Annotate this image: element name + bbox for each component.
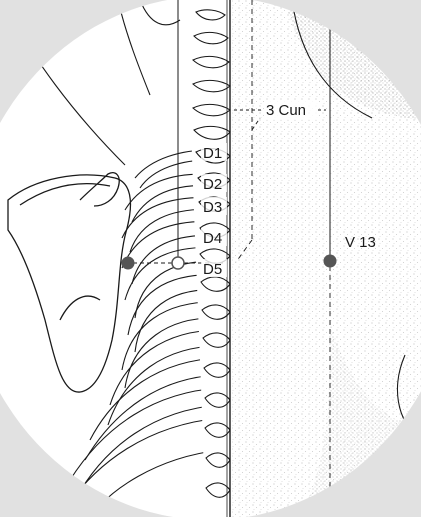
vertebra-label-d1: D1	[203, 145, 222, 162]
scapula-point-marker	[122, 257, 135, 270]
measure-label: 3 Cun	[266, 102, 306, 119]
vertebra-label-d3: D3	[203, 199, 222, 216]
spine-point-marker	[172, 257, 184, 269]
point-label-v13: V 13	[345, 234, 376, 251]
vertebra-label-d5: D5	[203, 261, 222, 278]
v13-point-marker	[324, 255, 337, 268]
vertebra-label-d2: D2	[203, 176, 222, 193]
vertebra-label-d4: D4	[203, 230, 222, 247]
